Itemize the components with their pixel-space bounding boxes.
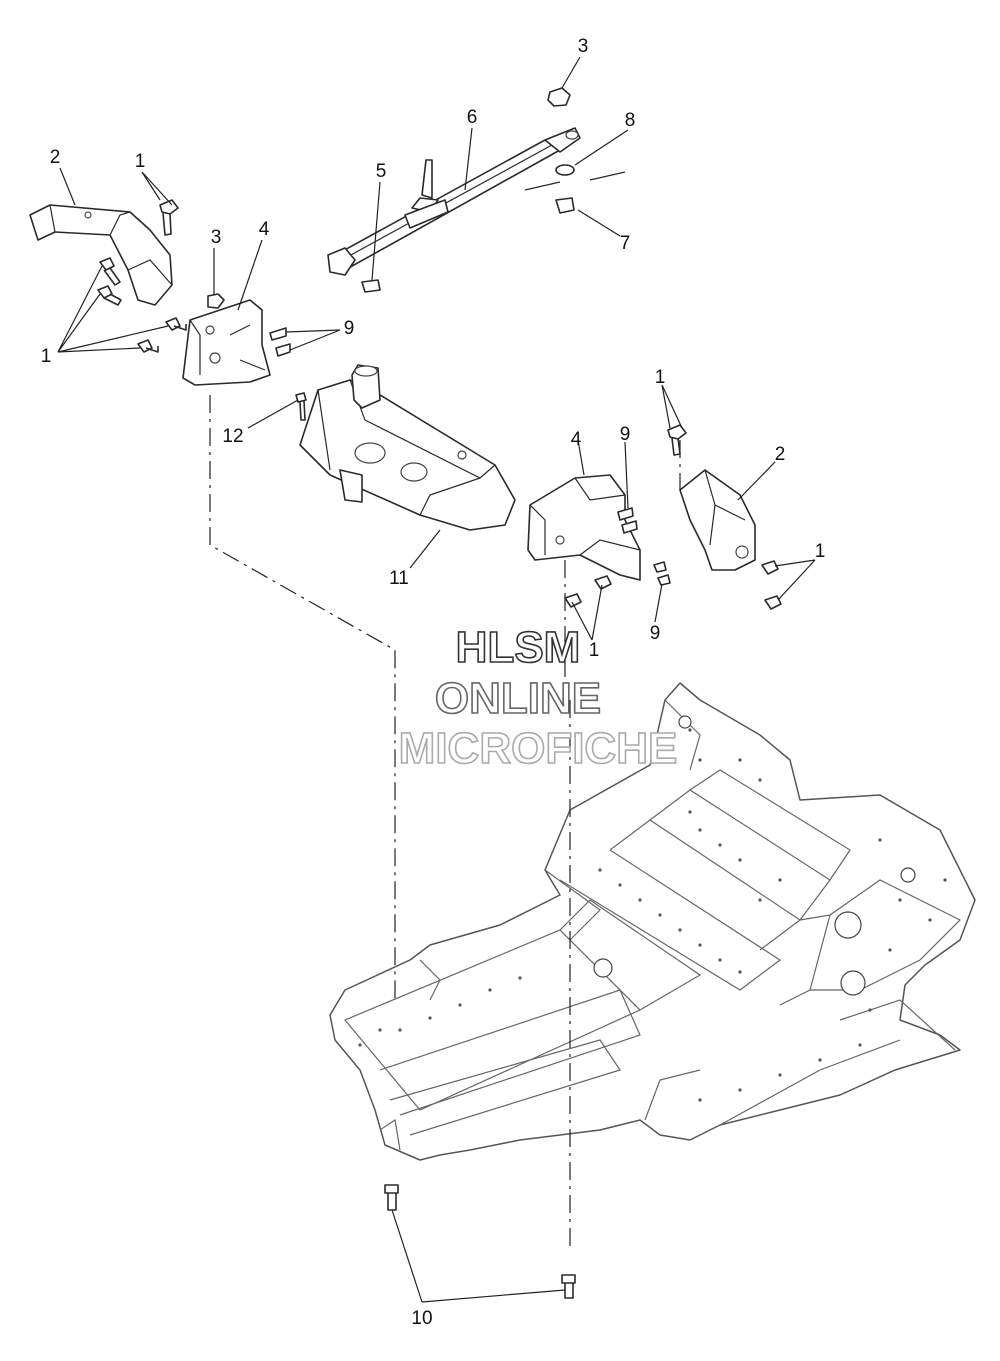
- callout-4-left: 4: [259, 219, 270, 240]
- part-8-washer: [555, 164, 575, 176]
- part-5-bolt: [361, 279, 381, 293]
- callout-11: 11: [389, 568, 409, 589]
- callout-10: 10: [411, 1308, 432, 1329]
- callout-1-left: 1: [41, 346, 52, 367]
- leader-lines: [57, 56, 816, 1303]
- callout-6: 6: [467, 107, 478, 128]
- watermark-line-1: HLSM: [456, 623, 581, 672]
- part-2-right-bracket: [679, 469, 756, 571]
- callout-1-right: 1: [815, 541, 826, 562]
- part-3-nut-left: [207, 293, 225, 309]
- part-11-crossmember: [299, 364, 516, 531]
- callout-3-left: 3: [211, 227, 222, 248]
- watermark: HLSM ONLINE MICROFICHE: [398, 622, 678, 774]
- callout-labels: 3 6 8 2 1 5 3 4 7 9 1 12 1 4 9 2 1 11 1 …: [41, 36, 826, 1329]
- part-6-tie-rod: [327, 127, 581, 276]
- callout-2-left: 2: [50, 147, 61, 168]
- part-4-left-plate: [182, 299, 271, 386]
- part-7-bolt: [555, 197, 575, 214]
- watermark-line-3: MICROFICHE: [399, 724, 678, 773]
- callout-9-left: 9: [344, 318, 355, 339]
- part-2-left-bracket: [29, 204, 173, 306]
- part-3-nut-top: [547, 87, 571, 107]
- callout-1-upper-right: 1: [655, 367, 666, 388]
- callout-9-right-lower: 9: [650, 623, 661, 644]
- fasteners: [97, 199, 782, 1299]
- callout-2-right: 2: [775, 444, 786, 465]
- callout-1-right-lower: 1: [589, 640, 600, 661]
- part-4-right-plate: [527, 474, 641, 581]
- chassis-frame: [329, 682, 976, 1161]
- callout-12: 12: [222, 426, 243, 447]
- callout-1-upper-left: 1: [135, 151, 146, 172]
- watermark-line-2: ONLINE: [435, 674, 601, 723]
- callout-5: 5: [376, 161, 387, 182]
- callout-8: 8: [625, 110, 636, 131]
- callout-9-right-upper: 9: [620, 424, 631, 445]
- callout-3-top: 3: [578, 36, 589, 57]
- callout-4-right: 4: [571, 429, 582, 450]
- callout-7: 7: [620, 233, 631, 254]
